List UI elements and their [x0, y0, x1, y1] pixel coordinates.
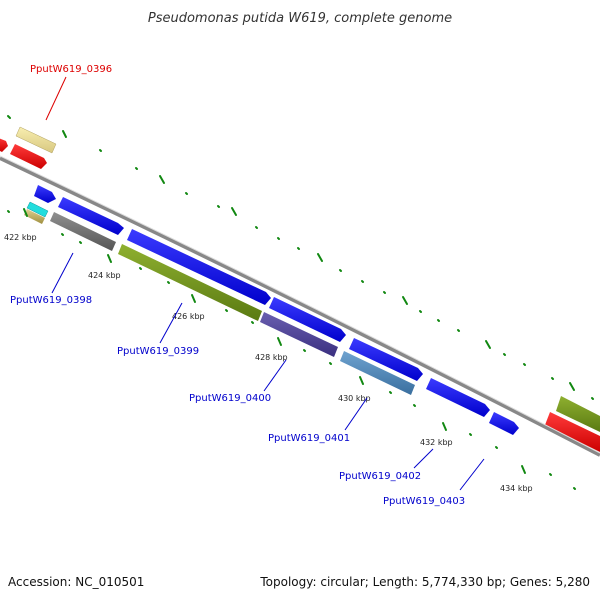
inner-ring-features	[24, 201, 415, 395]
genome-summary-text: Topology: circular; Length: 5,774,330 bp…	[259, 575, 590, 589]
gene-labels: PputW619_0396 PputW619_0398 PputW619_039…	[10, 64, 465, 507]
tick-label: 432 kbp	[420, 438, 453, 447]
gene-blue-b[interactable]	[58, 197, 124, 235]
gene-label-0396[interactable]: PputW619_0396	[30, 64, 112, 75]
gene-blue-a[interactable]	[34, 185, 56, 203]
accession-text: Accession: NC_010501	[8, 575, 144, 589]
tick-label: 434 kbp	[500, 484, 533, 493]
gene-olive-right[interactable]	[556, 396, 600, 432]
gene-blue-g[interactable]	[489, 412, 519, 435]
gene-label-0402[interactable]: PputW619_0402	[339, 471, 421, 482]
gene-blue-c[interactable]	[127, 229, 271, 305]
tick-labels: 422 kbp 424 kbp 426 kbp 428 kbp 430 kbp …	[4, 233, 533, 493]
gene-blue-f[interactable]	[426, 378, 490, 417]
forward-strand-features	[34, 185, 519, 435]
tick-label: 426 kbp	[172, 312, 205, 321]
outer-tick-ring	[7, 115, 594, 400]
gene-red-1[interactable]	[10, 144, 47, 169]
gene-PputW619_0401[interactable]	[340, 351, 415, 395]
gene-blue-d[interactable]	[269, 297, 346, 342]
genome-backbone	[0, 155, 600, 457]
gene-blue-e[interactable]	[349, 338, 423, 381]
gene-label-0401[interactable]: PputW619_0401	[268, 433, 350, 444]
map-title: Pseudomonas putida W619, complete genome	[148, 11, 452, 26]
tick-label: 430 kbp	[338, 394, 371, 403]
tick-label: 424 kbp	[88, 271, 121, 280]
gene-label-0400[interactable]: PputW619_0400	[189, 393, 271, 404]
gene-PputW619_0399[interactable]	[118, 244, 262, 321]
inner-tick-ring	[7, 208, 576, 490]
gene-PputW619_0396[interactable]	[15, 126, 57, 154]
gene-PputW619_0400[interactable]	[260, 312, 338, 357]
tick-label: 422 kbp	[4, 233, 37, 242]
gene-label-0399[interactable]: PputW619_0399	[117, 346, 199, 357]
reverse-strand-features	[0, 126, 600, 452]
gene-label-0398[interactable]: PputW619_0398	[10, 295, 92, 306]
gene-red-0[interactable]	[0, 137, 8, 152]
gene-label-0403[interactable]: PputW619_0403	[383, 496, 465, 507]
gene-red-right[interactable]	[545, 412, 600, 452]
tick-label: 428 kbp	[255, 353, 288, 362]
gene-cyan[interactable]	[26, 201, 49, 218]
gene-PputW619_0398[interactable]	[50, 212, 116, 251]
gene-tan[interactable]	[24, 209, 45, 224]
label-leaders	[45, 76, 485, 491]
